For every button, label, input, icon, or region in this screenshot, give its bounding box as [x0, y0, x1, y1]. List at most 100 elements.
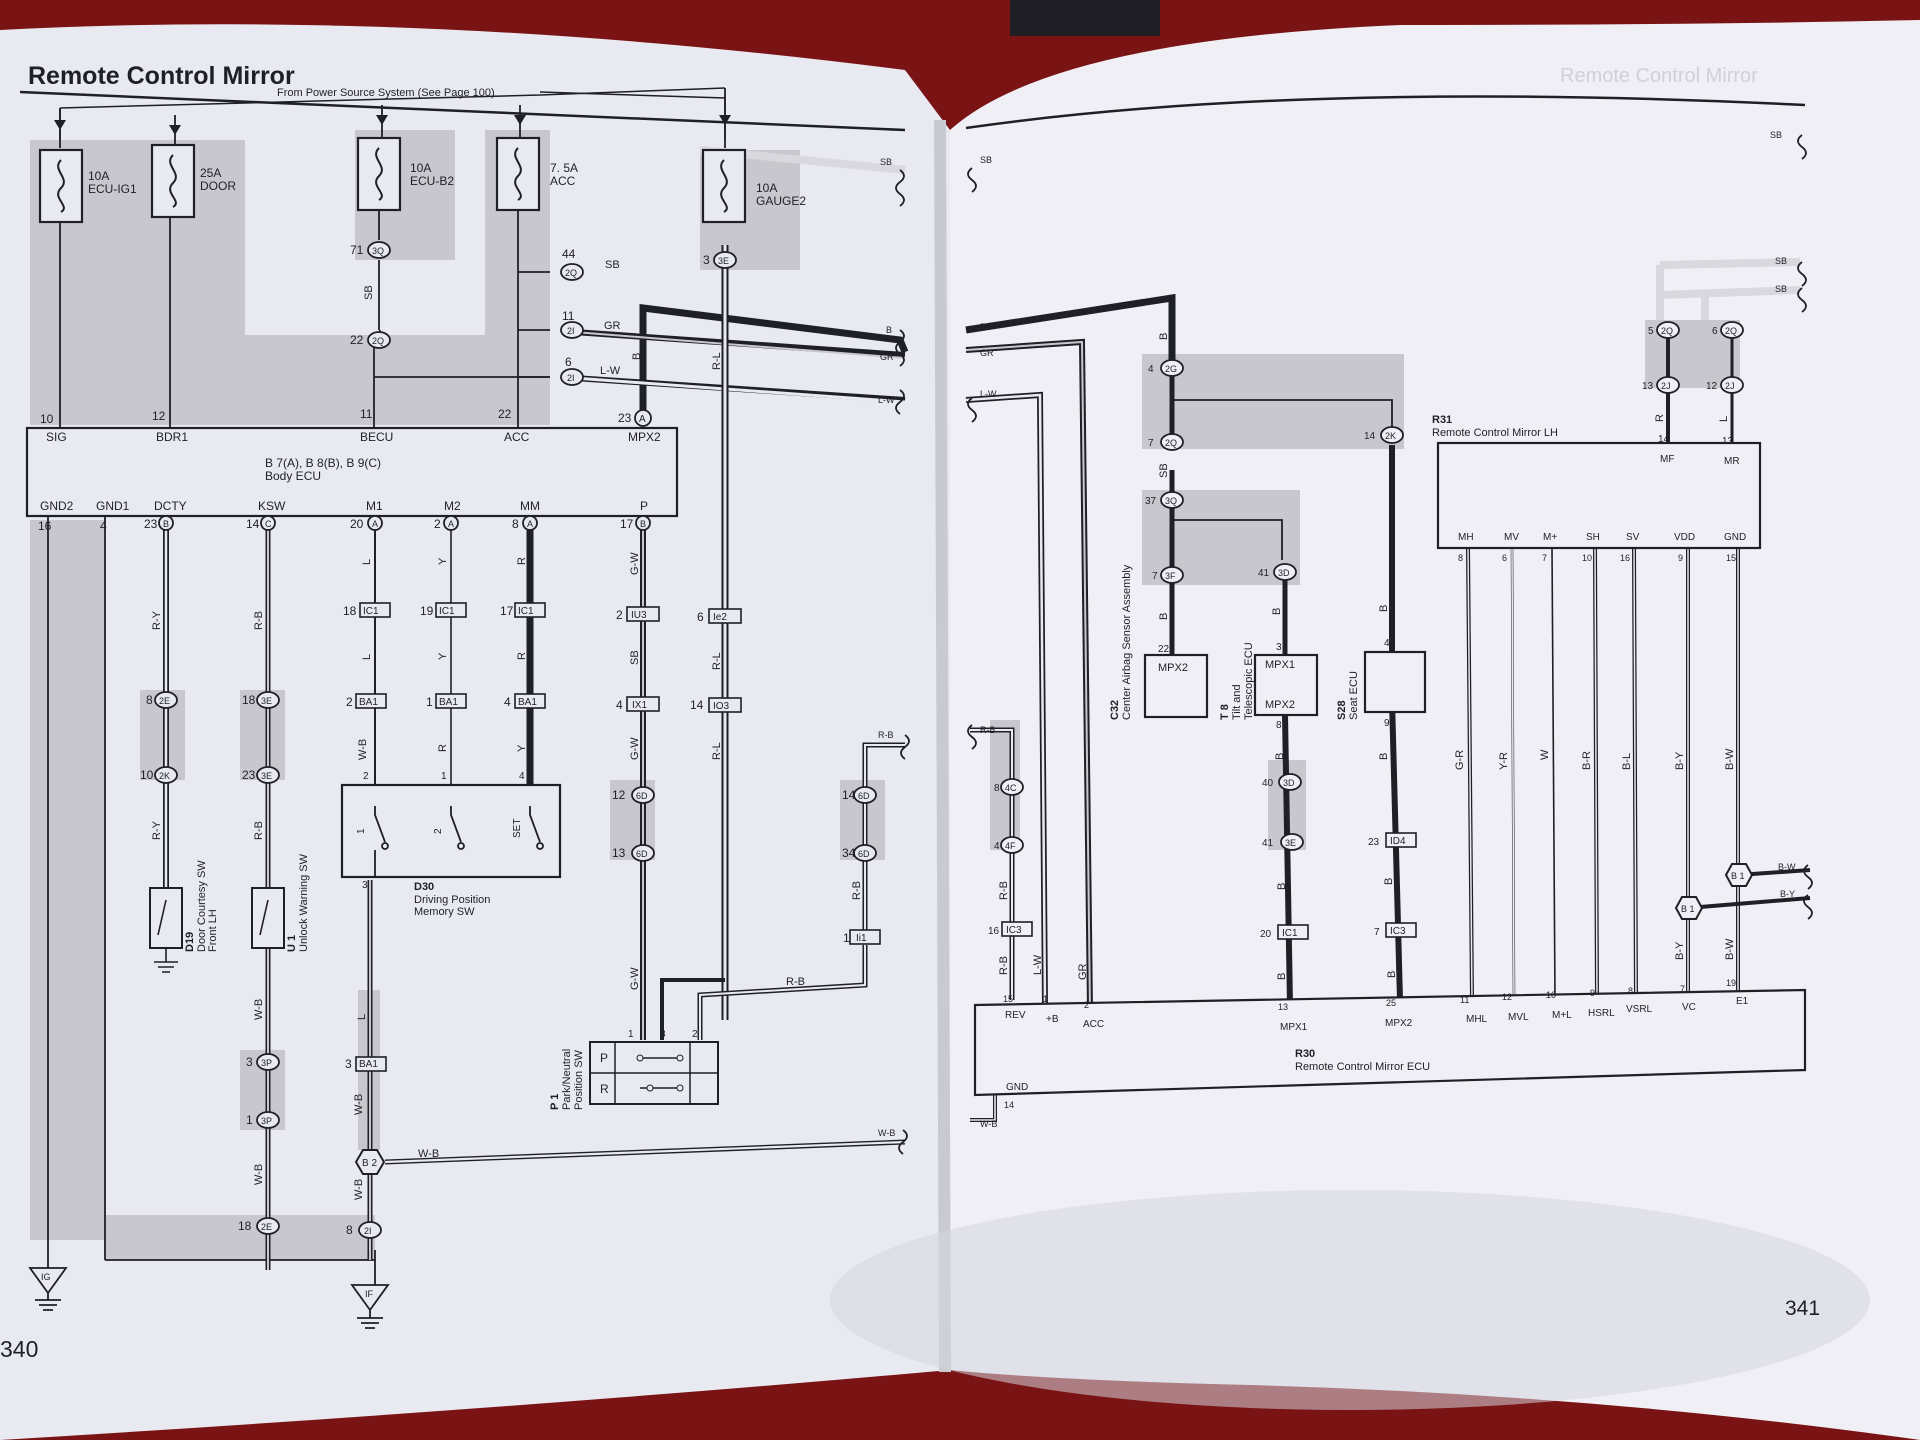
ecu-gnd-num: 14: [1004, 1100, 1014, 1110]
wire-label: Y: [437, 557, 449, 565]
wire-label: G-W: [629, 737, 641, 760]
door-courtesy-switch: [149, 887, 183, 949]
splice-code: 4F: [1005, 841, 1016, 851]
tilt-ecu-box: [1253, 653, 1319, 717]
ecu-pin-num: 11: [1460, 995, 1469, 1005]
left-page-diagram: [19, 87, 910, 1329]
body-ecu-title: B 7(A), B 8(B), B 9(C): [265, 456, 381, 470]
pin-conn: A: [527, 519, 533, 529]
ecu-pin-name: VC: [1682, 1002, 1696, 1013]
splice-num: 12: [1706, 381, 1718, 392]
ecu-pin-num: 19: [1726, 978, 1736, 988]
wire-label: R-B: [998, 956, 1010, 975]
edge-tag: SB: [1775, 284, 1787, 294]
park-sw-name: Park/Neutral: [561, 1049, 573, 1110]
splice-num: 8: [346, 1223, 353, 1237]
conn-code: BA1: [518, 697, 537, 708]
right-page-braces: [967, 134, 1813, 920]
ecu-pin-num: 12: [1502, 992, 1512, 1002]
conn-num: 2: [346, 695, 353, 709]
pin-num: 10: [40, 412, 54, 426]
splice-markers: [154, 241, 877, 1239]
pin-num: 1: [628, 1029, 634, 1040]
wire-label: R-B: [851, 881, 863, 900]
wire-label: B-R: [1581, 751, 1593, 770]
pin-conn: C: [265, 519, 272, 529]
pin-num: 20: [350, 517, 364, 531]
pin-name: MR: [1724, 456, 1740, 467]
left-page-braces: [895, 169, 910, 1155]
wire-label: L-W: [1032, 954, 1044, 975]
splice-code: 6D: [858, 849, 870, 859]
edge-tag: GR: [980, 348, 994, 358]
fuse-links: [57, 147, 728, 213]
seat-pin: 9: [1384, 718, 1390, 729]
connector-boxes: [355, 602, 881, 1072]
pin-conn: A: [372, 519, 378, 529]
ecu-pin-num: 9: [1590, 988, 1595, 998]
conn-code: BA1: [439, 697, 458, 708]
splice-code: 3F: [1165, 571, 1176, 581]
splice-num: 8: [994, 783, 1000, 794]
conn-code: IC1: [439, 606, 455, 617]
ecu-pin-name: MVL: [1508, 1012, 1529, 1023]
conn-code: IC1: [518, 606, 534, 617]
airbag-pin-num: 22: [1158, 644, 1170, 655]
fuse-amp: 25A: [200, 166, 221, 180]
fuse-name: DOOR: [200, 179, 236, 193]
splice-markers-right: [1000, 321, 1744, 854]
ecu-gnd-name: GND: [1006, 1082, 1028, 1093]
ecu-pin-num: 15: [1003, 994, 1013, 1004]
splice-code: 2K: [159, 771, 170, 781]
fuse-door: [150, 143, 196, 219]
door-sw-name2: Front LH: [207, 909, 219, 952]
splice-num: 3: [246, 1055, 253, 1069]
edge-tag: B-W: [1778, 862, 1796, 872]
pin-name: GND2: [40, 499, 74, 513]
splice-code: 6D: [636, 849, 648, 859]
splice-num: 4: [1148, 364, 1154, 375]
wire-label: B: [1378, 605, 1390, 612]
wire-label: B-L: [1621, 753, 1633, 770]
switch-name: Memory SW: [414, 906, 475, 918]
ecu-pin-name: ACC: [1083, 1019, 1104, 1030]
mirror-name: Remote Control Mirror LH: [1432, 427, 1558, 439]
left-page-text: Remote Control Mirror From Power Source …: [0, 62, 895, 1362]
splice-code: 2I: [567, 326, 575, 336]
conn-code: Ii1: [856, 933, 867, 944]
splice-code: 2I: [364, 1226, 372, 1236]
edge-tag: SB: [1775, 256, 1787, 266]
pin-num: 9: [1678, 553, 1683, 563]
conn-num: 20: [1260, 929, 1272, 940]
right-page-diagram: [965, 95, 1813, 1122]
contact-label: SET: [512, 819, 523, 838]
conn-num: 14: [690, 698, 704, 712]
pin-num: 14: [246, 517, 260, 531]
page-number-right: 341: [1785, 1297, 1820, 1320]
wire-label: B-W: [1724, 938, 1736, 960]
splice-num: 40: [1262, 778, 1274, 789]
splice-code: 2G: [1165, 364, 1177, 374]
tilt-label: MPX1: [1265, 659, 1295, 671]
fuse-name: ECU-B2: [410, 174, 454, 188]
splice-code: 6D: [858, 791, 870, 801]
splice-code: 2Q: [1725, 326, 1737, 336]
splice-num: 22: [350, 333, 364, 347]
edge-tag: B-Y: [1780, 889, 1795, 899]
ground-if: [350, 1284, 390, 1312]
conn-num: 2: [616, 608, 623, 622]
tilt-pin: 8: [1276, 720, 1282, 731]
wire-label: W-B: [418, 1148, 439, 1160]
wire-label: R-B: [253, 611, 265, 630]
wire-label: R: [516, 557, 528, 565]
junction-label: B 2: [362, 1158, 377, 1169]
mirror-code: R31: [1432, 414, 1452, 426]
pin-name: MPX2: [628, 430, 661, 444]
pin-name: MH: [1458, 532, 1474, 543]
pin-name: KSW: [258, 499, 286, 513]
ecu-pin-num: 1: [1043, 994, 1048, 1004]
pin-name: SV: [1626, 532, 1640, 543]
conn-code: IC3: [1390, 926, 1406, 937]
splice-code: 2E: [159, 696, 170, 706]
